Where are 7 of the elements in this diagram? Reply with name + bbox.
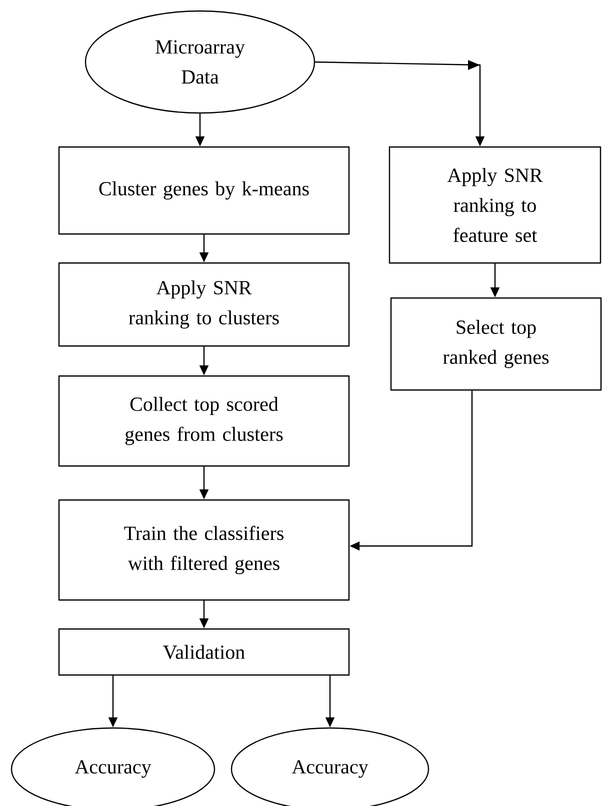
process-box: Apply SNR ranking to clusters [58, 262, 350, 347]
process-box: Train the classifiers with filtered genes [58, 499, 350, 601]
process-box: Cluster genes by k-means [58, 146, 350, 235]
process-box: Select top ranked genes [390, 297, 602, 391]
process-box: Collect top scored genes from clusters [58, 375, 350, 467]
process-box: Apply SNR ranking to feature set [388, 146, 602, 264]
process-box: Validation [58, 628, 350, 676]
